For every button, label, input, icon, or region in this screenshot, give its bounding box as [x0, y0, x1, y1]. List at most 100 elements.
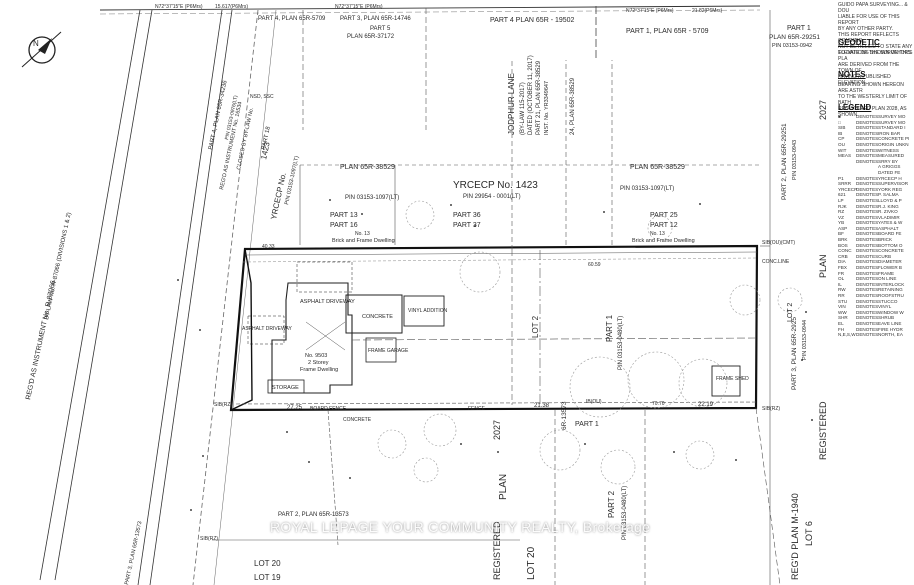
legend-code: VIN	[838, 304, 846, 310]
plan-labels: N72°37'15"E (P6Mrs) 15.617(P6Mrs) PART 4…	[25, 4, 828, 585]
legend-meaning: FIRE HYDR	[878, 326, 903, 332]
dwelling-right: Brick and Frame Dwelling	[632, 238, 695, 244]
legend-meaning: CONCRETE PI	[878, 136, 910, 142]
legend-code: IB	[838, 130, 843, 136]
legend-title: LEGEND	[838, 103, 872, 112]
legend-row: DATED FE	[838, 170, 914, 176]
legend-meaning: A GRIGGS	[878, 164, 901, 170]
legend-meaning: ASPHALT	[878, 225, 899, 231]
legend-meaning: BOARD FE	[878, 231, 902, 237]
legend-word: DENOTES	[856, 315, 879, 321]
legend-meaning: WITNESS	[878, 147, 899, 153]
legend-meaning: YATES & W	[878, 220, 903, 226]
legend-code: RW	[838, 287, 846, 293]
legend-code: OU	[838, 141, 845, 147]
concrete-bot: CONCRETE	[343, 417, 372, 423]
legend-meaning: STANDARD I	[878, 125, 906, 131]
legend-word: DENOTES	[856, 197, 879, 203]
legend-word: DENOTES	[856, 287, 879, 293]
legend-meaning: BOTTOM O	[878, 242, 903, 248]
sib-bottom-left-2: SIB(RZ)	[214, 402, 232, 408]
regd-plan-m: REG'D PLAN M-1940	[790, 493, 800, 580]
legend-word: DENOTES	[856, 181, 879, 187]
road-lines	[39, 9, 277, 585]
asphalt-left: ASPHALT DRIVEWAY	[242, 326, 292, 332]
storage: STORAGE	[272, 385, 299, 391]
legend-word: DENOTES	[856, 298, 879, 304]
legend-code: □	[838, 119, 841, 125]
legend-word: DENOTES	[856, 192, 879, 198]
legend-meaning: NORTH, EA	[878, 332, 903, 338]
dist-top-main: 40.33	[262, 244, 275, 250]
legend-word: DENOTES	[856, 153, 879, 159]
tree-canopies	[377, 200, 803, 485]
legend-code: IL	[838, 281, 842, 287]
legend-code: RR	[838, 293, 845, 298]
legend-code: ■	[838, 114, 841, 119]
legend-meaning: ORIGIN UNKN	[878, 141, 909, 147]
buildings	[247, 261, 741, 397]
legend-word: DENOTES	[856, 147, 879, 153]
pin-bottom: PIN 03153-0480(LT)	[622, 486, 628, 540]
pin-right: PIN 03153-0942	[772, 43, 812, 49]
legend-code: CP	[838, 136, 845, 142]
legend-code: CRB	[838, 253, 848, 259]
legend-meaning: SHRUB	[878, 315, 895, 321]
part25: PART 25	[650, 212, 678, 219]
frame-garage: FRAME GARAGE	[368, 348, 409, 354]
conc-line: CONC.LINE	[762, 259, 790, 265]
nsd-label: NSD, SSC	[250, 94, 274, 100]
legend-code: YRCECP	[838, 186, 858, 192]
lot20-center: LOT 20	[526, 546, 537, 580]
part1-center: PART 1	[605, 314, 614, 342]
jodphur-inst: INST. No. YR3349647	[544, 81, 550, 135]
legend-word: DENOTES	[856, 320, 879, 326]
legend-word: DENOTES	[856, 242, 879, 248]
legend-meaning: LLOYD & P	[878, 197, 902, 203]
legend-code: BOS	[838, 242, 848, 248]
legend-word: DENOTES	[856, 293, 879, 298]
legend-code: FBX	[838, 265, 847, 271]
elevation-marks	[177, 199, 813, 511]
legend-word: DENOTES	[856, 326, 879, 332]
legend-meaning: SRRY BY	[878, 158, 899, 164]
dist-bottom-right: 22.19	[698, 402, 714, 408]
part2-right: PART 2, PLAN 65R-29251	[781, 123, 788, 200]
legend-code: SIB	[838, 125, 846, 131]
legend-meaning: YRCECP H	[878, 175, 902, 181]
intro-notes: GUIDO PAPA SURVEYING... & DOU LIABLE FOR…	[838, 2, 913, 56]
part1-right: PART 1	[787, 25, 811, 32]
jodphur-lane: JODPHUR LANE	[507, 73, 516, 135]
legend-meaning: CURB	[878, 253, 892, 259]
legend-code: DIA	[838, 259, 846, 265]
north-arrow-letter: N	[33, 39, 39, 48]
plan-2027-right: 2027	[818, 100, 828, 120]
part5-plan: PLAN 65R-37172	[347, 34, 395, 40]
legend-code: FR	[838, 270, 845, 276]
legend-meaning: DATED FE	[878, 169, 901, 175]
jodphur-part: PART 21, PLAN 65R-38529	[536, 60, 542, 135]
legend-code: YB	[838, 220, 845, 226]
legend-word: DENOTES	[856, 186, 879, 192]
dist-top-r: 70.70	[652, 401, 665, 407]
legend-meaning: EAVE LINE	[878, 320, 902, 326]
legend-code: MEAS	[838, 153, 852, 159]
